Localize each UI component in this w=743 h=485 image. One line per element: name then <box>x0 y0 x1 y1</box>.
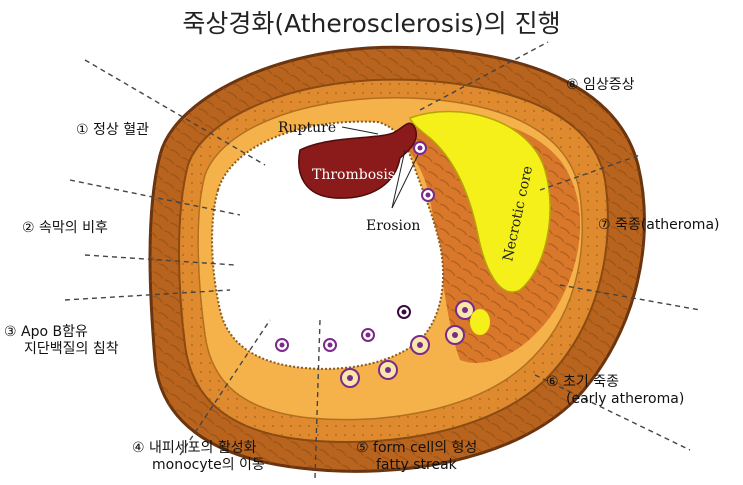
stage-text-6a: 초기 죽종 <box>563 374 619 390</box>
stage-number-6: ⑥ <box>546 374 559 390</box>
stage-text-2: 속막의 비후 <box>39 220 108 236</box>
stage-text-3b: 지단백질의 침착 <box>24 341 119 357</box>
stage-text-1: 정상 혈관 <box>93 122 149 138</box>
stage-label-8: ⑧ 임상증상 <box>566 77 635 94</box>
diagram-title: 죽상경화(Atherosclerosis)의 진행 <box>182 9 561 38</box>
stage-text-5b: fatty streak <box>376 457 457 473</box>
stage-number-1: ① <box>76 122 89 138</box>
stage-number-2: ② <box>22 220 35 236</box>
figure-pointers <box>341 126 419 209</box>
necrotic-core <box>409 110 551 293</box>
stage-number-7: ⑦ <box>598 217 611 233</box>
stage-label-6: ⑥ 초기 죽종 (early atheroma) <box>546 374 684 408</box>
stage-number-4: ④ <box>132 440 145 456</box>
thrombus <box>298 122 417 199</box>
stage-label-4: ④ 내피세포의 활성화 monocyte의 이동 <box>132 440 265 474</box>
stage-text-8: 임상증상 <box>583 77 635 93</box>
stage-number-8: ⑧ <box>566 77 579 93</box>
erosion-label: Erosion <box>366 218 420 234</box>
rupture-label: Rupture <box>278 120 336 136</box>
stage-label-7: ⑦ 죽종(atheroma) <box>598 217 720 234</box>
stage-text-4a: 내피세포의 활성화 <box>149 440 257 456</box>
stage-label-2: ② 속막의 비후 <box>22 220 108 237</box>
thrombosis-label: Thrombosis <box>312 167 395 183</box>
stage-dividers <box>64 41 701 479</box>
stage-number-3: ③ <box>4 324 17 340</box>
stage-label-3: ③ Apo B함유 지단백질의 침착 <box>4 324 119 358</box>
stage-text-5a: form cell의 형성 <box>373 440 478 456</box>
stage-text-4b: monocyte의 이동 <box>152 457 265 473</box>
stage-number-5: ⑤ <box>356 440 369 456</box>
stage-text-7: 죽종(atheroma) <box>615 217 720 233</box>
foam-cells <box>275 141 490 388</box>
stage-text-6b: (early atheroma) <box>566 391 685 407</box>
stage-label-1: ① 정상 혈관 <box>76 122 149 139</box>
stage-label-5: ⑤ form cell의 형성 fatty streak <box>356 440 477 474</box>
stage-text-3a: Apo B함유 <box>21 324 88 340</box>
